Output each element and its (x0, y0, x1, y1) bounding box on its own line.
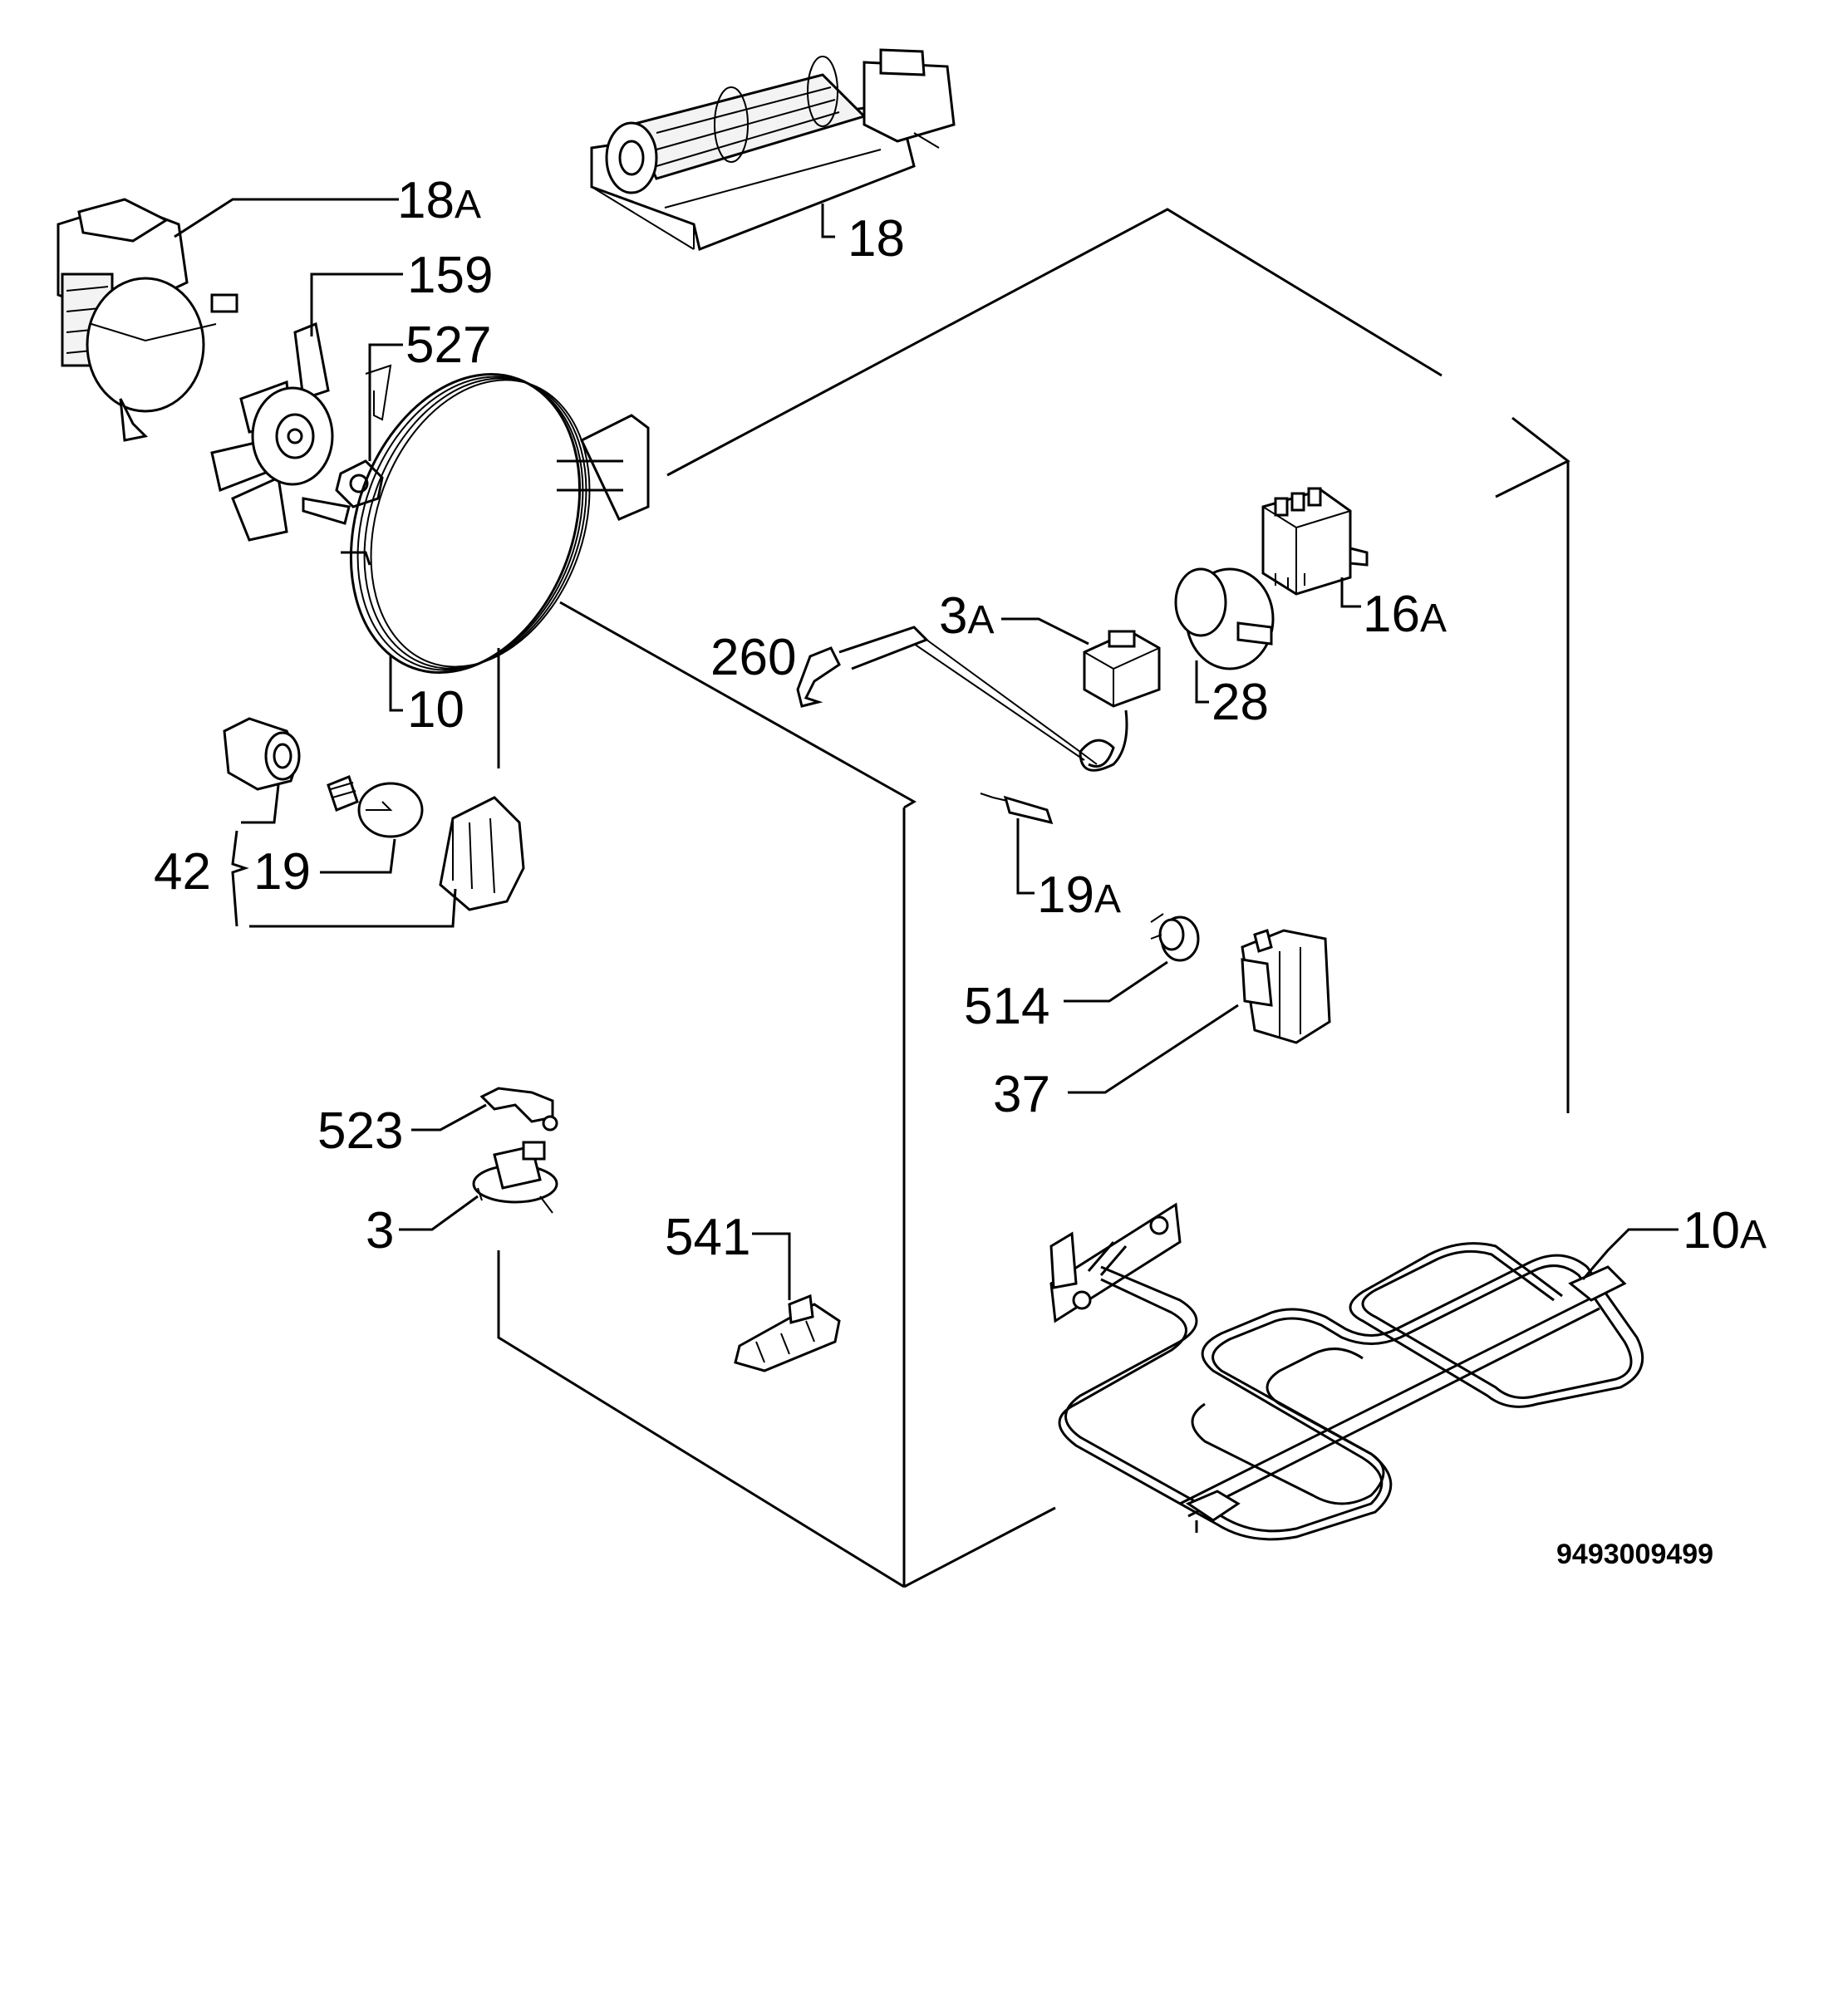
leader-18A (174, 198, 399, 238)
callout-19: 19 (253, 843, 311, 901)
callout-541: 541 (665, 1209, 750, 1266)
leader-541 (752, 1232, 791, 1300)
lamp-assembly-part-42 (223, 717, 525, 928)
leader-159 (310, 272, 403, 336)
probe-part-260 (796, 626, 1098, 765)
oven-cavity-outline (497, 208, 1570, 1588)
nut-part-527 (335, 343, 403, 508)
leader-523 (411, 1103, 487, 1132)
callout-28: 28 (1212, 674, 1269, 731)
document-number: 9493009499 (1556, 1539, 1713, 1570)
thermostat-part-3A (1001, 617, 1161, 772)
terminal-block-part-541 (734, 1232, 841, 1372)
callout-labels: 18A 159 527 18 10 3A 260 16A 28 42 19 19… (154, 172, 1767, 1266)
leader-3A (1001, 617, 1089, 646)
callout-3: 3 (366, 1202, 394, 1259)
callout-159: 159 (407, 247, 493, 304)
callout-18: 18 (848, 210, 905, 268)
leader-10 (389, 656, 403, 712)
lamp-bulb-part-19 (327, 775, 424, 838)
leader-18 (821, 204, 835, 238)
lamp-seal-part-514 (1064, 913, 1200, 1003)
leader-514 (1064, 960, 1168, 1003)
callout-3A: 3A (939, 587, 995, 645)
circular-element-part-10 (341, 373, 650, 712)
callout-18A: 18A (397, 172, 481, 229)
leader-28 (1195, 660, 1209, 704)
clip-part-523 (411, 1087, 558, 1132)
fan-motor-part-18A (57, 198, 399, 442)
callout-10: 10 (407, 681, 464, 739)
leader-16A (1340, 577, 1361, 608)
switch-part-16A (1261, 487, 1369, 608)
callout-16A: 16A (1363, 586, 1447, 643)
grill-element-part-10A (1049, 1202, 1678, 1541)
callout-37: 37 (993, 1066, 1050, 1123)
sensor-part-19A (980, 793, 1054, 895)
leader-37 (1068, 1004, 1239, 1094)
leader-10A (1581, 1228, 1678, 1280)
leader-527 (368, 343, 403, 461)
safety-thermostat-part-3 (399, 1141, 558, 1231)
leader-3 (399, 1195, 479, 1231)
callout-514: 514 (964, 978, 1049, 1035)
callout-527: 527 (405, 317, 491, 374)
callout-42: 42 (154, 843, 211, 901)
fan-blade-part-159 (210, 272, 403, 542)
knob-part-28 (1174, 567, 1275, 704)
tangential-fan-part-18 (590, 48, 956, 252)
callout-19A: 19A (1037, 866, 1121, 924)
leader-19 (320, 838, 396, 874)
callout-10A: 10A (1683, 1202, 1767, 1259)
callout-523: 523 (317, 1102, 403, 1160)
door-switch-part-37 (1068, 929, 1331, 1094)
leader-19A (1016, 818, 1035, 895)
callout-260: 260 (710, 629, 796, 686)
